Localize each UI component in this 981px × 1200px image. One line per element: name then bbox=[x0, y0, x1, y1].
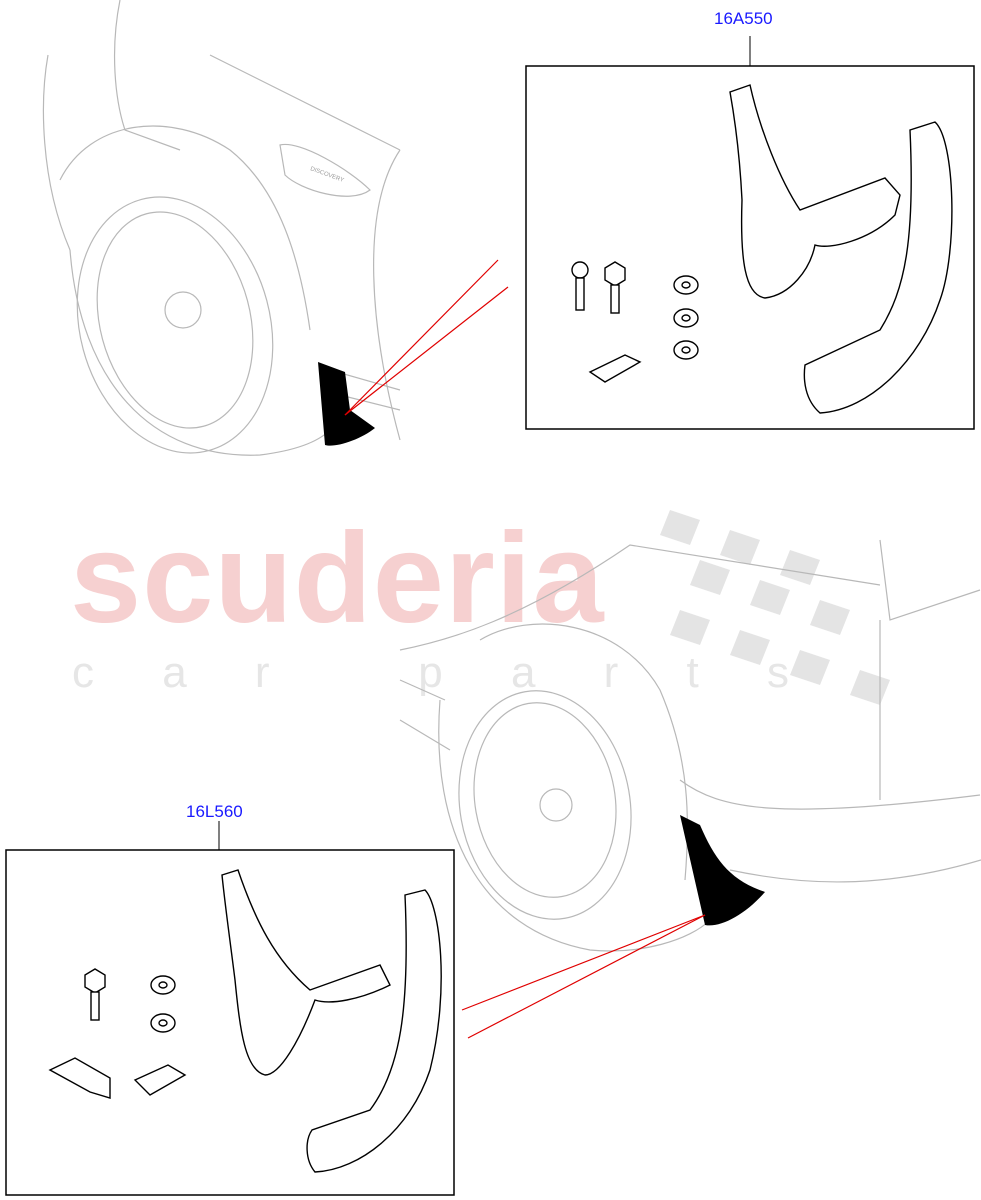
leader-lines-bottom bbox=[461, 914, 706, 1039]
checkered-flag-watermark bbox=[660, 510, 890, 705]
mudflap-highlight-bottom bbox=[680, 815, 765, 926]
callout-16a550[interactable]: 16A550 bbox=[714, 9, 773, 28]
vehicle-front-wheel-arch-bottom bbox=[399, 539, 981, 952]
leader-lines-top bbox=[344, 259, 509, 416]
part-illustrations-16l560 bbox=[48, 869, 442, 1173]
part-box-16l560 bbox=[5, 849, 455, 1196]
vehicle-badge: DISCOVERY bbox=[309, 166, 344, 184]
part-illustrations-16a550 bbox=[571, 84, 953, 414]
callout-16l560[interactable]: 16L560 bbox=[186, 802, 243, 821]
mudflap-highlight-top bbox=[318, 362, 375, 446]
vehicle-front-wheel-arch-top bbox=[42, 0, 401, 456]
part-box-16a550 bbox=[525, 65, 975, 430]
